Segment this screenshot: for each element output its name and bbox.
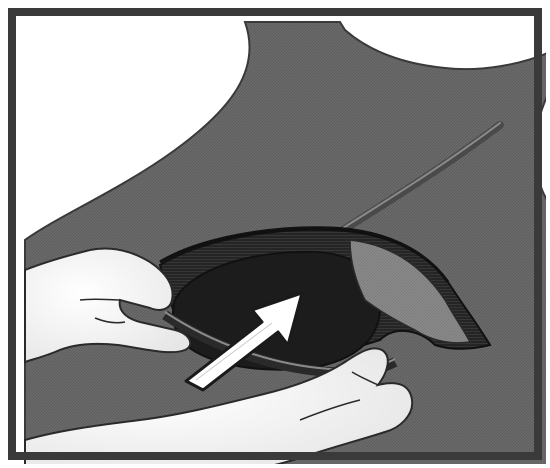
bra-insert-instruction-illustration (0, 0, 550, 468)
illustration-frame (0, 0, 550, 468)
